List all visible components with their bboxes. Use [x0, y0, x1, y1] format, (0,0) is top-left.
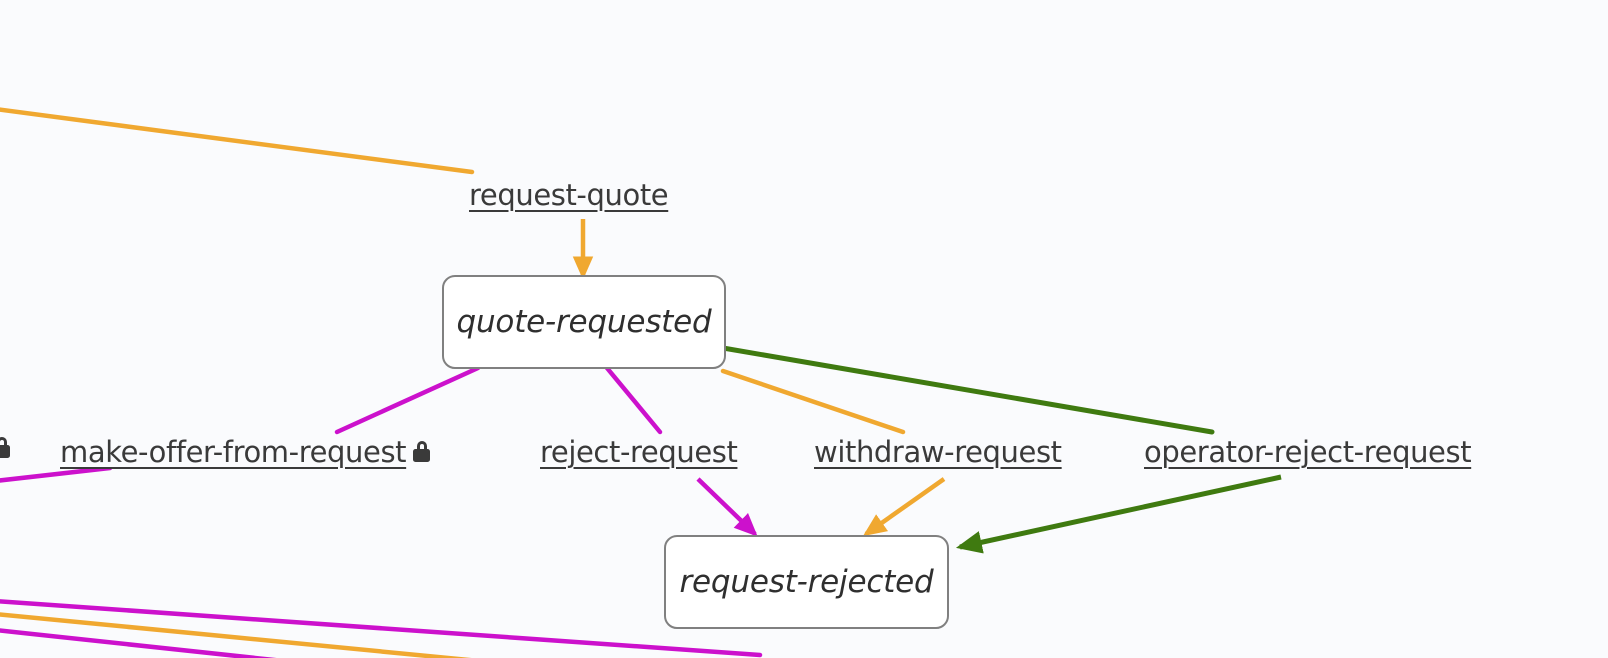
- edge-quote-requested-to-make-offer: [334, 365, 481, 435]
- edge-bottom-orange: [0, 612, 472, 658]
- transition-label-operator-reject-request[interactable]: operator-reject-request: [1144, 435, 1472, 469]
- lock-icon: [413, 441, 431, 462]
- edge-bottom-magenta-upper: [0, 599, 763, 658]
- state-node-request-rejected[interactable]: request-rejected: [664, 535, 949, 629]
- lock-icon: [0, 437, 10, 458]
- state-label-quote-requested: quote-requested: [456, 304, 712, 340]
- transition-label-make-offer-from-request[interactable]: make-offer-from-request: [60, 435, 431, 469]
- transition-text-make-offer-from-request: make-offer-from-request: [60, 435, 407, 469]
- edge-make-offer-outgoing-left: [0, 465, 113, 483]
- transition-text-operator-reject-request: operator-reject-request: [1144, 435, 1472, 469]
- state-node-quote-requested[interactable]: quote-requested: [442, 275, 726, 369]
- edge-quote-requested-to-reject-request: [604, 365, 663, 435]
- clipped-lock-icon-container: [0, 437, 10, 458]
- transition-text-request-quote: request-quote: [469, 178, 669, 212]
- edge-incoming-request-quote: [0, 107, 475, 175]
- edge-operator-reject-to-request-rejected: [955, 474, 1282, 554]
- transition-label-reject-request[interactable]: reject-request: [540, 435, 738, 469]
- edge-quote-requested-to-operator-reject-request: [720, 345, 1215, 435]
- edge-quote-requested-to-withdraw-request: [720, 368, 906, 435]
- transition-text-reject-request: reject-request: [540, 435, 738, 469]
- transition-label-withdraw-request[interactable]: withdraw-request: [814, 435, 1062, 469]
- state-label-request-rejected: request-rejected: [679, 564, 934, 600]
- transition-text-withdraw-request: withdraw-request: [814, 435, 1062, 469]
- edge-bottom-magenta-lower: [0, 628, 277, 658]
- transition-label-request-quote[interactable]: request-quote: [469, 178, 669, 212]
- edge-reject-request-to-request-rejected: [696, 477, 758, 537]
- edge-withdraw-request-to-request-rejected: [862, 477, 946, 537]
